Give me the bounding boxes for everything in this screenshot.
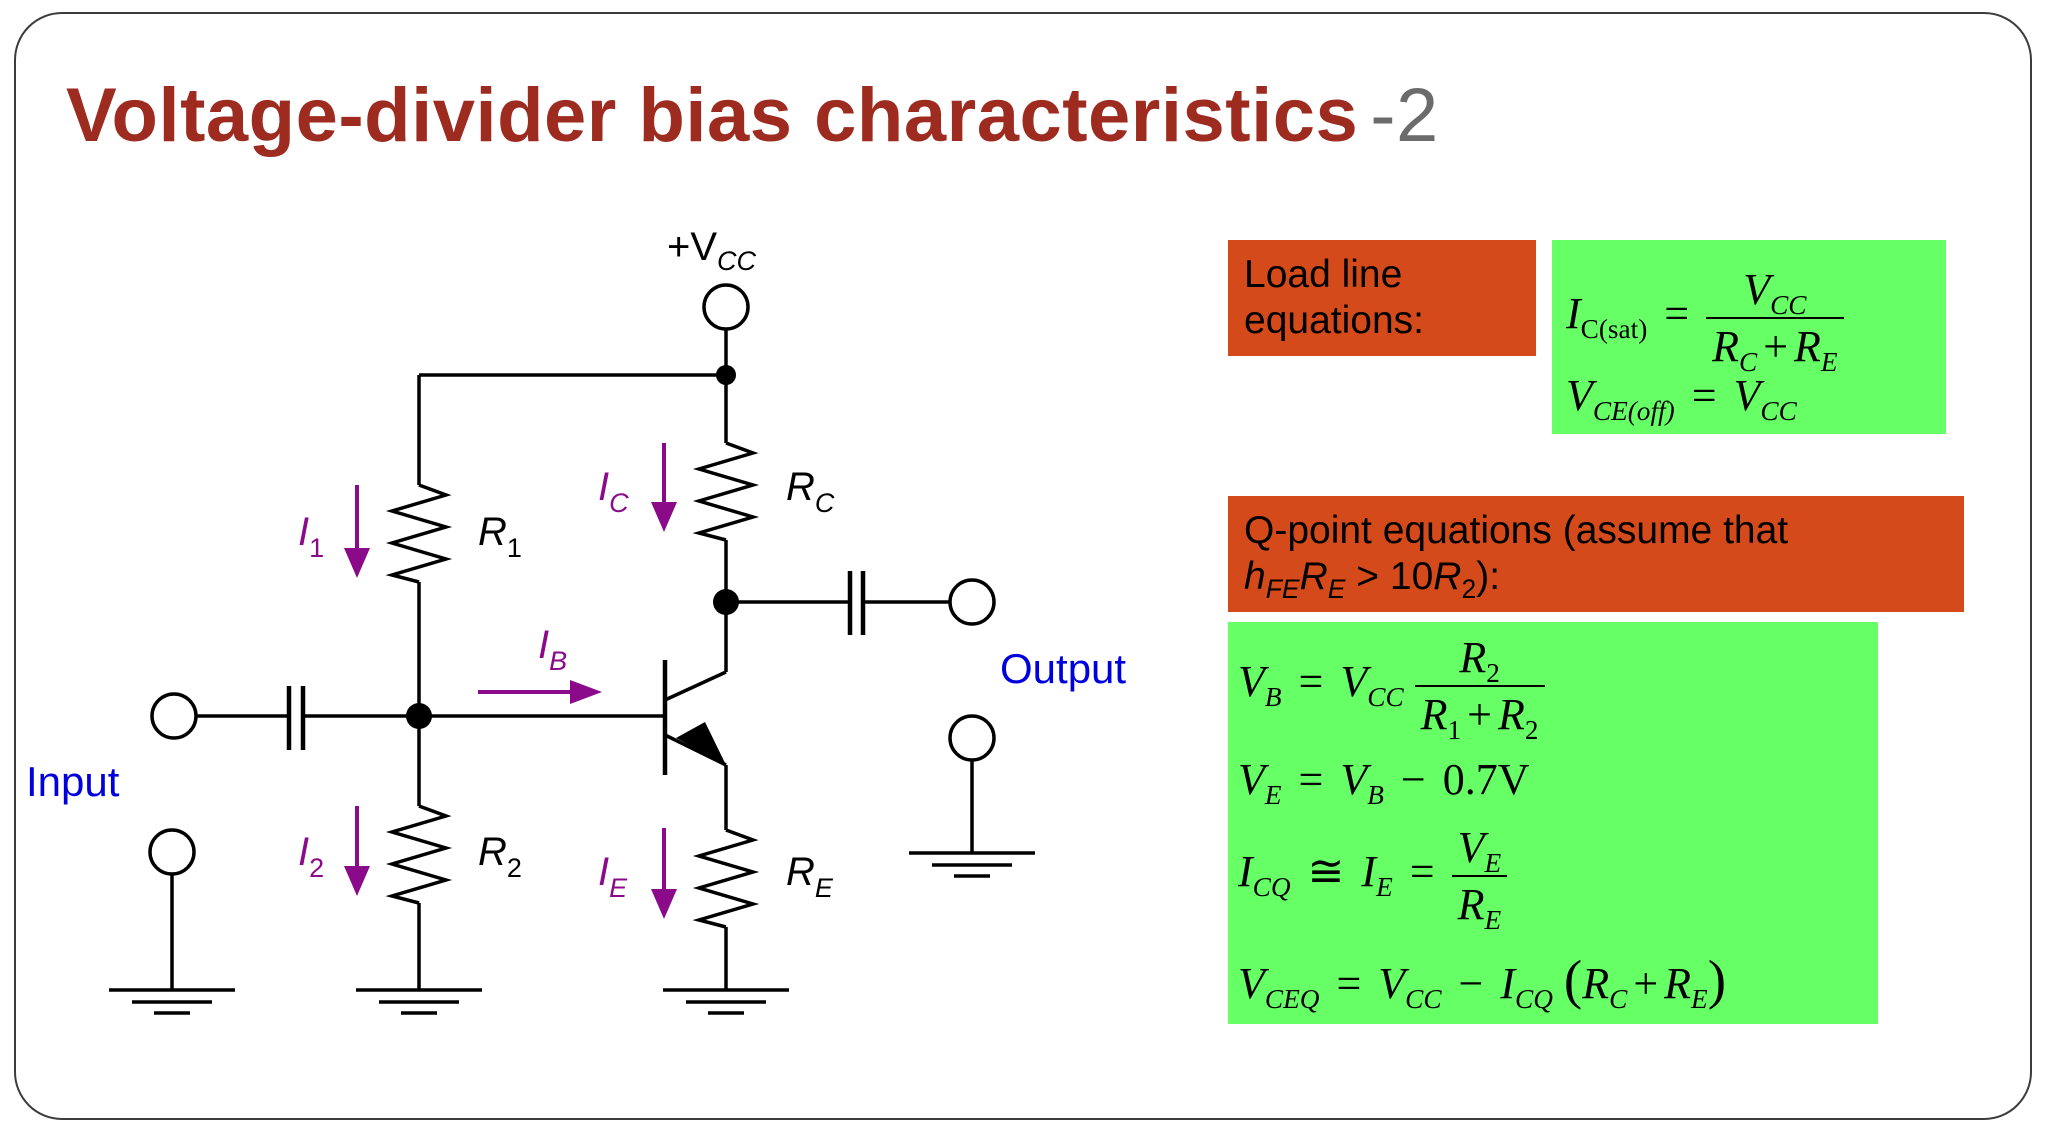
q-point-heading-box: Q-point equations (assume that hFERE > 1… <box>1228 496 1964 612</box>
i2-arrowhead <box>344 866 370 896</box>
r1-resistor <box>385 483 453 584</box>
ic-label: IC <box>598 465 629 518</box>
i2-label: I2 <box>298 830 324 883</box>
vcc-label: +VCC <box>667 225 757 276</box>
ic-arrowhead <box>651 502 677 532</box>
i1-arrowhead <box>344 548 370 578</box>
q-point-equations-box: VB = VCC R2 R1+R2 VE = VB − 0.7V ICQ ≅ I… <box>1228 622 1878 1024</box>
output-terminal <box>948 578 996 626</box>
ie-label: IE <box>598 850 628 903</box>
slide-title-text: Voltage-divider bias characteristics <box>66 73 1359 158</box>
r2-resistor <box>385 804 453 905</box>
ve-equation: VE = VB − 0.7V <box>1238 755 1530 810</box>
ie-arrowhead <box>651 889 677 919</box>
input-label: Input <box>26 758 120 805</box>
input-ground-terminal <box>148 828 196 876</box>
load-line-equations-box: IC(sat) = VCC RC+RE VCE(off) = VCC <box>1552 240 1946 434</box>
emitter-arrowhead <box>676 722 726 765</box>
transistor-emitter-lead <box>664 733 727 767</box>
re-label: RE <box>786 850 834 903</box>
ib-arrowhead <box>570 680 602 704</box>
load-line-heading-line2: equations: <box>1244 299 1424 342</box>
r1-label: R1 <box>478 510 522 563</box>
ic-sat-equation: IC(sat) = VCC RC+RE <box>1566 262 1844 377</box>
load-line-heading-box: Load line equations: <box>1228 240 1536 356</box>
re-resistor <box>692 828 760 929</box>
output-ground-terminal <box>948 714 996 762</box>
vcc-junction-dot <box>716 365 736 385</box>
transistor-collector-lead <box>664 670 727 702</box>
output-label: Output <box>1000 645 1126 692</box>
vcc-terminal <box>702 283 750 331</box>
vce-off-equation: VCE(off) = VCC <box>1566 371 1797 426</box>
base-junction-dot <box>406 703 432 729</box>
collector-junction-dot <box>713 589 739 615</box>
icq-equation: ICQ ≅ IE = VE RE <box>1238 820 1508 935</box>
load-line-heading-line1: Load line <box>1244 253 1403 296</box>
r2-label: R2 <box>478 830 522 883</box>
q-point-heading-line1: Q-point equations (assume that <box>1244 509 1789 552</box>
slide-title: Voltage-divider bias characteristics-2 <box>66 72 1439 159</box>
rc-resistor <box>692 441 760 542</box>
vceq-equation: VCEQ = VCC − ICQ (RC+RE) <box>1238 949 1727 1014</box>
i1-label: I1 <box>298 510 324 563</box>
slide-title-suffix: -2 <box>1370 73 1439 158</box>
rc-label: RC <box>786 465 835 518</box>
q-point-heading-line2: hFERE > 10R2): <box>1244 555 1501 605</box>
vb-equation: VB = VCC R2 R1+R2 <box>1238 630 1545 745</box>
circuit-wires <box>109 322 1035 1015</box>
ib-label: IB <box>538 623 567 676</box>
input-terminal <box>150 692 198 740</box>
